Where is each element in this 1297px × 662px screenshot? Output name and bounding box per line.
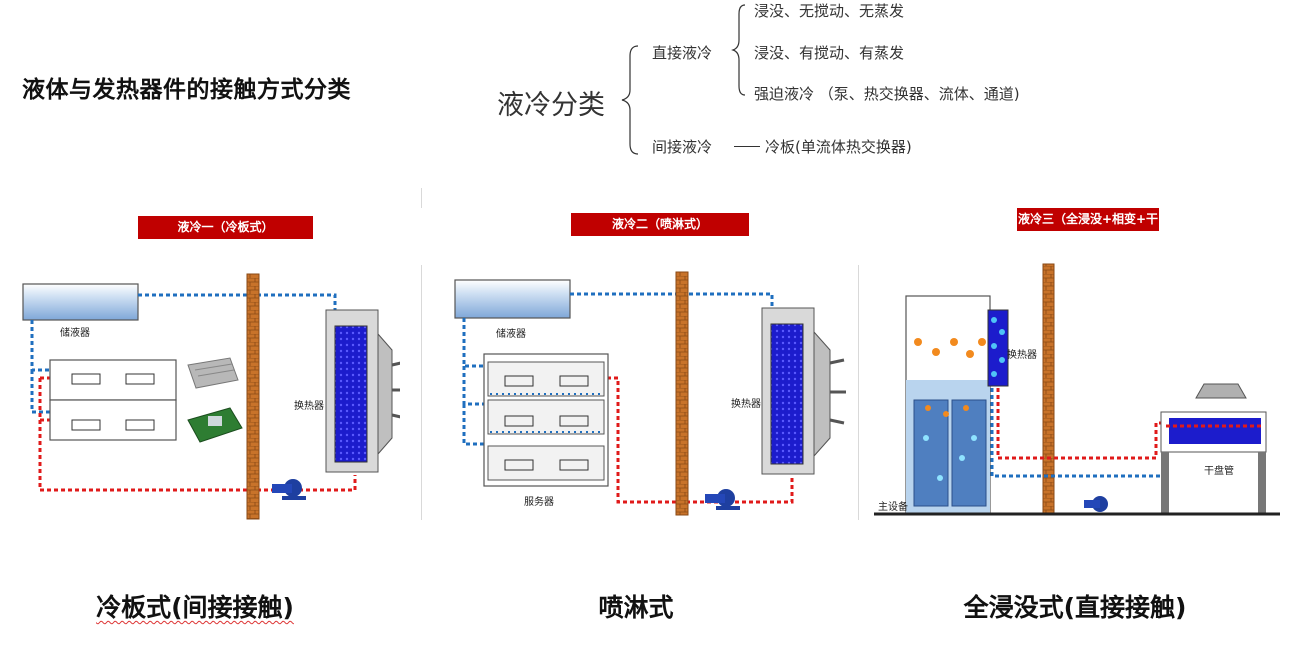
heat-exchanger xyxy=(987,309,1009,387)
panel-1-reservoir-label: 储液器 xyxy=(60,328,90,339)
tree-root-label: 液冷分类 xyxy=(497,90,605,121)
spray-diagram xyxy=(454,271,846,516)
pump-icon xyxy=(272,479,306,500)
brick-wall xyxy=(246,273,260,520)
divider xyxy=(858,265,859,520)
tree-direct-label: 直接液冷 xyxy=(652,44,713,62)
dry-cooler xyxy=(1160,383,1267,514)
heat-exchanger xyxy=(325,309,400,473)
panel-2-reservoir-label: 储液器 xyxy=(496,329,526,340)
pump-icon xyxy=(1084,496,1108,512)
cold-plate-diagram xyxy=(22,273,400,520)
tree-direct-item-3: 强迫液冷 （泵、热交换器、流体、通道) xyxy=(754,85,1020,103)
server-box-2 xyxy=(49,399,177,441)
pump-icon xyxy=(705,489,740,510)
panel-3-banner: 液冷三（全浸没+相变+干冷） xyxy=(1017,208,1159,249)
hot-pipe xyxy=(38,378,357,492)
heat-exchanger xyxy=(761,307,846,475)
tree-indirect-item: 冷板(单流体热交换器) xyxy=(765,138,912,156)
panel-2-server-label: 服务器 xyxy=(524,497,554,508)
cold-pipe xyxy=(570,292,774,308)
hot-pipe xyxy=(600,376,794,504)
direct-brace-icon xyxy=(731,4,746,96)
tree-direct-item-2: 浸没、有搅动、有蒸发 xyxy=(754,44,905,62)
cold-plate-photo xyxy=(187,357,239,389)
cold-pipe xyxy=(138,293,337,310)
panel-1-caption: 冷板式(间接接触) xyxy=(96,593,294,622)
brick-wall xyxy=(675,271,689,516)
tree-connector-line xyxy=(734,146,760,147)
server-box-1 xyxy=(49,359,177,401)
tree-indirect-label: 间接液冷 xyxy=(652,138,713,156)
root-brace-icon xyxy=(621,45,639,155)
panel-1-banner: 液冷一（冷板式） xyxy=(138,216,313,239)
panel-2-exchanger-label: 换热器 xyxy=(731,399,761,410)
reservoir-tank xyxy=(454,279,571,319)
panel-1-exchanger-label: 换热器 xyxy=(294,401,324,412)
panel-3-main-device-label: 主设备 xyxy=(878,502,908,513)
divider xyxy=(421,188,422,208)
tree-direct-item-1: 浸没、无搅动、无蒸发 xyxy=(754,2,905,20)
reservoir-tank xyxy=(22,283,139,321)
divider xyxy=(421,265,422,520)
panel-3-exchanger-label: 换热器 xyxy=(1007,350,1037,361)
panel-2-caption: 喷淋式 xyxy=(598,593,674,622)
panel-3-dry-cooler-label: 干盘管 xyxy=(1204,466,1234,477)
circuit-board-photo xyxy=(187,407,243,443)
page-title: 液体与发热器件的接触方式分类 xyxy=(22,77,351,103)
panel-2-banner: 液冷二（喷淋式） xyxy=(571,213,749,236)
panel-3-caption: 全浸没式(直接接触) xyxy=(963,593,1187,622)
cold-pipe xyxy=(462,318,490,446)
immersion-diagram xyxy=(874,263,1280,516)
cold-pipe xyxy=(30,320,155,414)
